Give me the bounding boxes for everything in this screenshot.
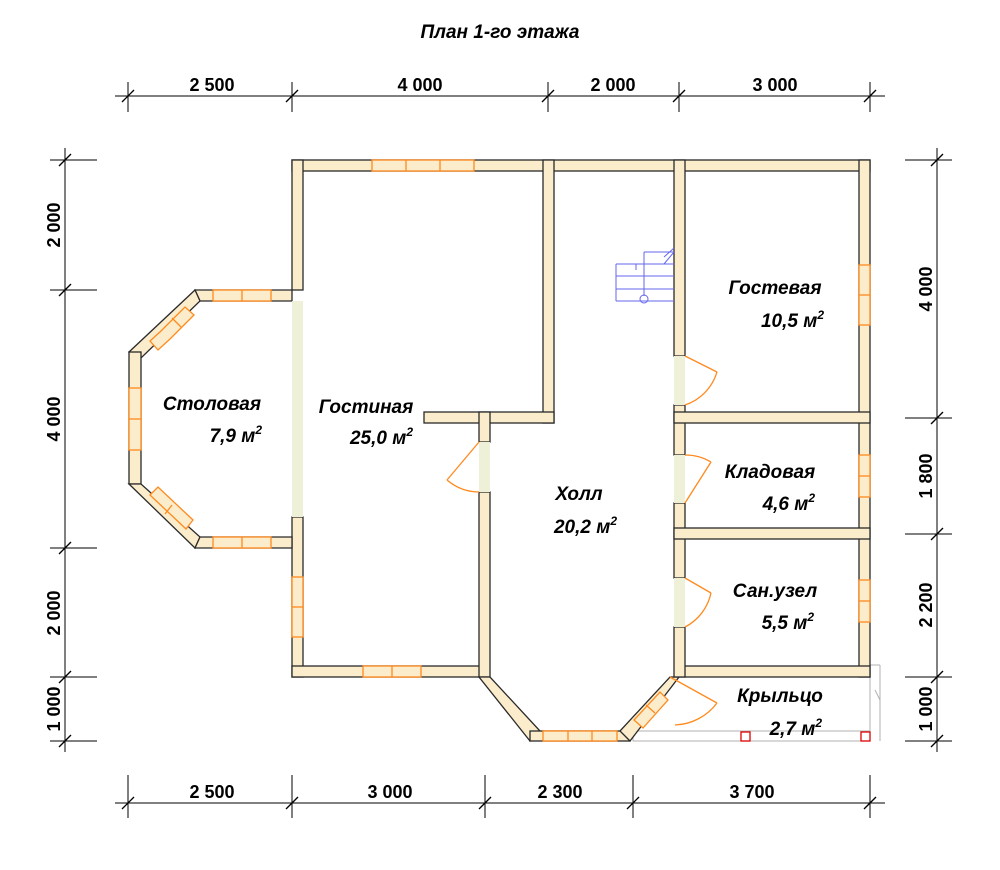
window-living-bottom <box>362 665 422 678</box>
windows <box>128 159 871 742</box>
room-porch: Крыльцо 2,7 м2 <box>737 686 823 740</box>
room-porch-area: 2,7 м2 <box>769 716 823 740</box>
window-hall-diag <box>633 691 669 729</box>
openings <box>292 301 685 627</box>
room-porch-name: Крыльцо <box>737 686 823 707</box>
dimension-right: 4 000 1 800 2 200 1 000 <box>905 148 952 752</box>
staircase-icon <box>615 247 675 304</box>
window-living-left <box>291 576 304 638</box>
door-porch <box>669 676 718 726</box>
dimension-left: 2 000 4 000 2 000 1 000 <box>44 148 97 752</box>
room-guest-name: Гостевая <box>728 278 821 299</box>
room-dining-name: Столовая <box>163 394 261 415</box>
window-bathroom <box>858 579 871 623</box>
door-living <box>446 441 480 493</box>
room-dining: Столовая 7,9 м2 <box>163 394 262 447</box>
dim-bottom-1: 2 500 <box>189 782 234 802</box>
dim-bottom-3: 2 300 <box>537 782 582 802</box>
window-storage <box>858 454 871 498</box>
dim-right-1: 4 000 <box>916 266 936 311</box>
window-top-living <box>371 159 475 172</box>
room-bathroom: Сан.узел 5,5 м2 <box>733 581 818 634</box>
window-dining-diag-top <box>149 306 195 351</box>
dim-top-1: 2 500 <box>189 75 234 95</box>
room-living-name: Гостиная <box>319 397 414 418</box>
dim-top-2: 4 000 <box>397 75 442 95</box>
dimension-bottom: 2 500 3 000 2 300 3 700 <box>115 775 885 818</box>
dim-bottom-2: 3 000 <box>367 782 412 802</box>
room-storage-area: 4,6 м2 <box>762 491 816 515</box>
room-bathroom-name: Сан.узел <box>733 581 818 602</box>
window-guest <box>858 264 871 326</box>
door-bathroom <box>684 577 712 628</box>
porch-posts <box>740 731 871 742</box>
dim-top-4: 3 000 <box>752 75 797 95</box>
dim-right-2: 1 800 <box>916 453 936 498</box>
window-dining-diag-bottom <box>149 486 194 530</box>
dim-left-4: 1 000 <box>44 686 64 731</box>
room-bathroom-area: 5,5 м2 <box>762 610 815 634</box>
room-hall: Холл 20,2 м2 <box>553 484 617 538</box>
room-guest-area: 10,5 м2 <box>761 308 824 332</box>
room-storage: Кладовая 4,6 м2 <box>725 462 816 515</box>
room-guest: Гостевая 10,5 м2 <box>728 278 824 332</box>
dim-right-3: 2 200 <box>916 582 936 627</box>
dim-left-1: 2 000 <box>44 202 64 247</box>
window-hall-bottom <box>542 730 618 742</box>
dim-left-3: 2 000 <box>44 590 64 635</box>
window-dining-top <box>212 289 272 302</box>
door-storage <box>684 454 712 504</box>
room-hall-name: Холл <box>554 484 602 505</box>
dim-right-4: 1 000 <box>916 686 936 731</box>
door-guest <box>684 355 718 406</box>
dim-left-2: 4 000 <box>44 396 64 441</box>
plan-title: План 1-го этажа <box>421 22 580 43</box>
walls <box>127 159 871 742</box>
dimension-top: 2 500 4 000 2 000 3 000 <box>115 75 885 112</box>
dim-top-3: 2 000 <box>590 75 635 95</box>
room-living: Гостиная 25,0 м2 <box>319 397 414 449</box>
doors <box>446 355 718 726</box>
dim-bottom-4: 3 700 <box>729 782 774 802</box>
room-living-area: 25,0 м2 <box>349 425 413 449</box>
room-dining-area: 7,9 м2 <box>210 423 263 447</box>
window-dining-bottom <box>212 536 272 549</box>
window-dining-left <box>128 387 142 451</box>
room-hall-area: 20,2 м2 <box>553 514 617 538</box>
room-storage-name: Кладовая <box>725 462 815 483</box>
